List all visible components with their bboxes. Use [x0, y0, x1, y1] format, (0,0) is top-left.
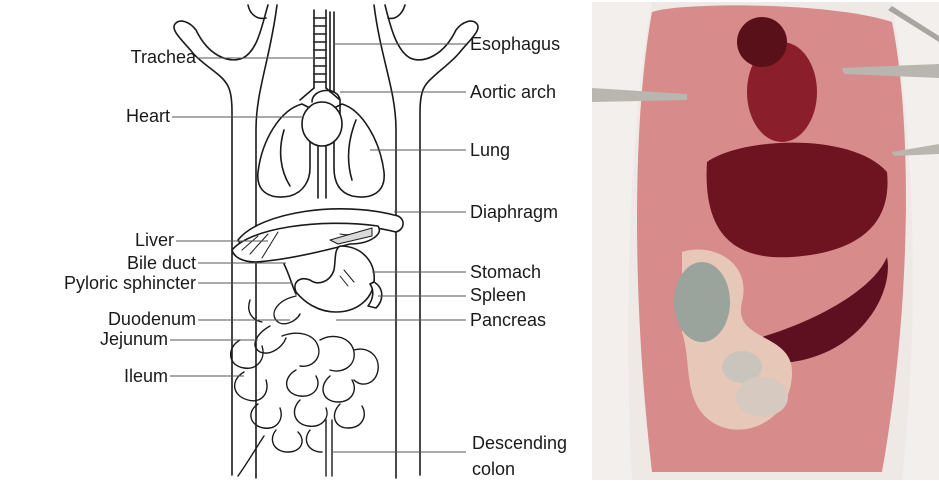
intestine-drawing	[231, 296, 379, 476]
inner-body-outline-right	[374, 5, 396, 478]
label-colon: colon	[472, 459, 515, 479]
label-spleen: Spleen	[470, 285, 526, 305]
dissection-photo	[592, 2, 939, 480]
label-descending: Descending	[472, 433, 567, 453]
heart-drawing	[302, 102, 342, 146]
esophagus-drawing	[330, 12, 334, 92]
label-bile-duct: Bile duct	[60, 253, 196, 273]
label-liver: Liver	[96, 230, 174, 250]
label-jejunum: Jejunum	[60, 329, 168, 349]
body-outline-right	[385, 5, 478, 475]
label-pyloric-sphincter: Pyloric sphincter	[2, 273, 196, 293]
label-pancreas: Pancreas	[470, 310, 546, 330]
label-stomach: Stomach	[470, 262, 541, 282]
stomach-drawing	[295, 246, 374, 312]
label-diaphragm: Diaphragm	[470, 202, 558, 222]
label-ileum: Ileum	[60, 366, 168, 386]
label-duodenum: Duodenum	[60, 309, 196, 329]
label-heart: Heart	[96, 106, 170, 126]
label-trachea: Trachea	[96, 47, 196, 67]
label-esophagus: Esophagus	[470, 34, 560, 54]
label-aortic-arch: Aortic arch	[470, 82, 556, 102]
label-lung: Lung	[470, 140, 510, 160]
